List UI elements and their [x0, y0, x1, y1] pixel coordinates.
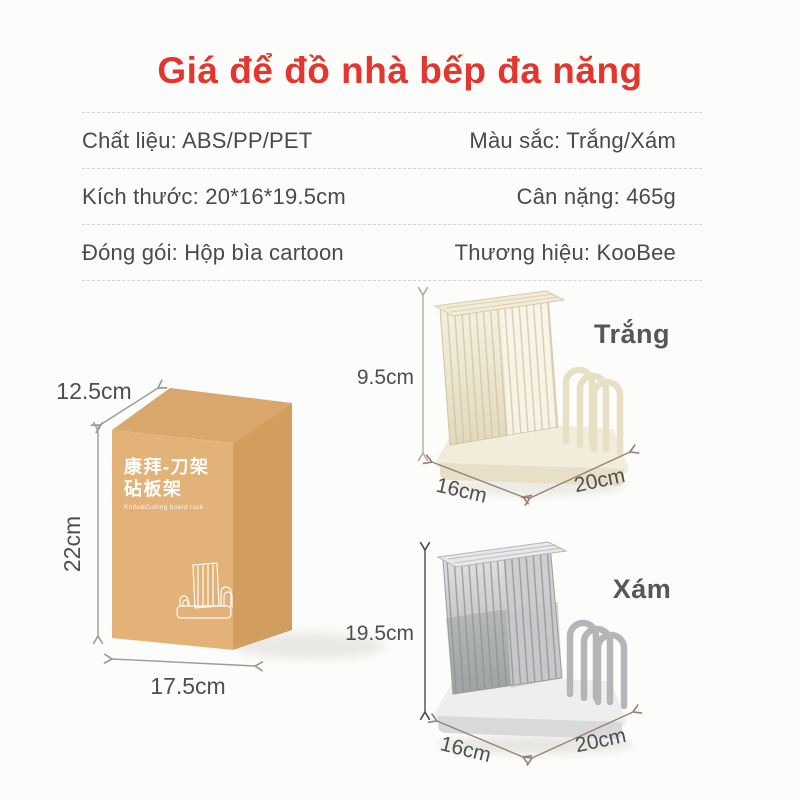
spec-table: Chất liệu: ABS/PP/PET Màu sắc: Trắng/Xám…: [82, 112, 702, 281]
cardboard-box: 康拜-刀架 砧板架 Knife&Cutting board rack: [112, 388, 292, 650]
spec-row: Chất liệu: ABS/PP/PET Màu sắc: Trắng/Xám: [82, 112, 702, 168]
spec-brand: Thương hiệu: KooBee: [454, 239, 676, 265]
rack-container: [442, 544, 563, 695]
box-dimensions: [90, 379, 264, 672]
box-shadow: [235, 633, 385, 659]
dim-arrow-width: [522, 703, 643, 767]
dim-arrow-depth: [90, 379, 168, 434]
gray-height-label: 19.5cm: [345, 622, 414, 645]
rack-prongs: [562, 366, 624, 457]
gray-dimensions: [419, 541, 643, 767]
box-height-label: 22cm: [59, 516, 85, 572]
white-dimensions: [417, 286, 640, 507]
spec-row: Kích thước: 20*16*19.5cm Cân nặng: 465g: [82, 168, 702, 224]
rack-lid: [433, 290, 566, 317]
rack-prongs: [566, 619, 628, 710]
rack-container: [439, 293, 559, 446]
box-product-lineart-icon: [176, 562, 233, 619]
spec-size: Kích thước: 20*16*19.5cm: [82, 183, 346, 209]
spec-row: Đóng gói: Hộp bìa cartoon Thương hiệu: K…: [82, 224, 702, 280]
gray-variant-name: Xám: [613, 574, 672, 604]
gray-rack: [433, 541, 628, 739]
dim-arrow-width: [520, 443, 640, 507]
box-width-label: 17.5cm: [150, 673, 225, 699]
spec-material: Chất liệu: ABS/PP/PET: [82, 127, 313, 153]
white-height-label: 9.5cm: [357, 366, 414, 389]
spec-packaging: Đóng gói: Hộp bìa cartoon: [82, 239, 344, 265]
page-title: Giá để đồ nhà bếp đa năng: [157, 50, 643, 91]
box-print-line1: 康拜-刀架: [124, 456, 210, 477]
white-variant-name: Trắng: [594, 318, 670, 349]
spec-color: Màu sắc: Trắng/Xám: [469, 127, 676, 153]
box-print-subtitle: Knife&Cutting board rack: [124, 504, 204, 511]
packaging-box-figure: 康拜-刀架 砧板架 Knife&Cutting board rack 12.5c…: [56, 378, 385, 699]
spec-weight: Cân nặng: 465g: [516, 183, 676, 209]
dim-arrow-depth: [427, 713, 533, 765]
dim-arrow-depth: [422, 454, 533, 505]
box-depth-label: 12.5cm: [56, 378, 131, 404]
box-right-face: [233, 403, 292, 650]
gray-variant-figure: 19.5cm 16cm 20cm Xám: [345, 541, 672, 767]
dim-arrow-width: [103, 653, 264, 672]
box-print-line2: 砧板架: [124, 478, 183, 499]
rack-lid: [436, 541, 568, 568]
white-variant-figure: 9.5cm 16cm 20cm Trắng: [357, 286, 670, 508]
